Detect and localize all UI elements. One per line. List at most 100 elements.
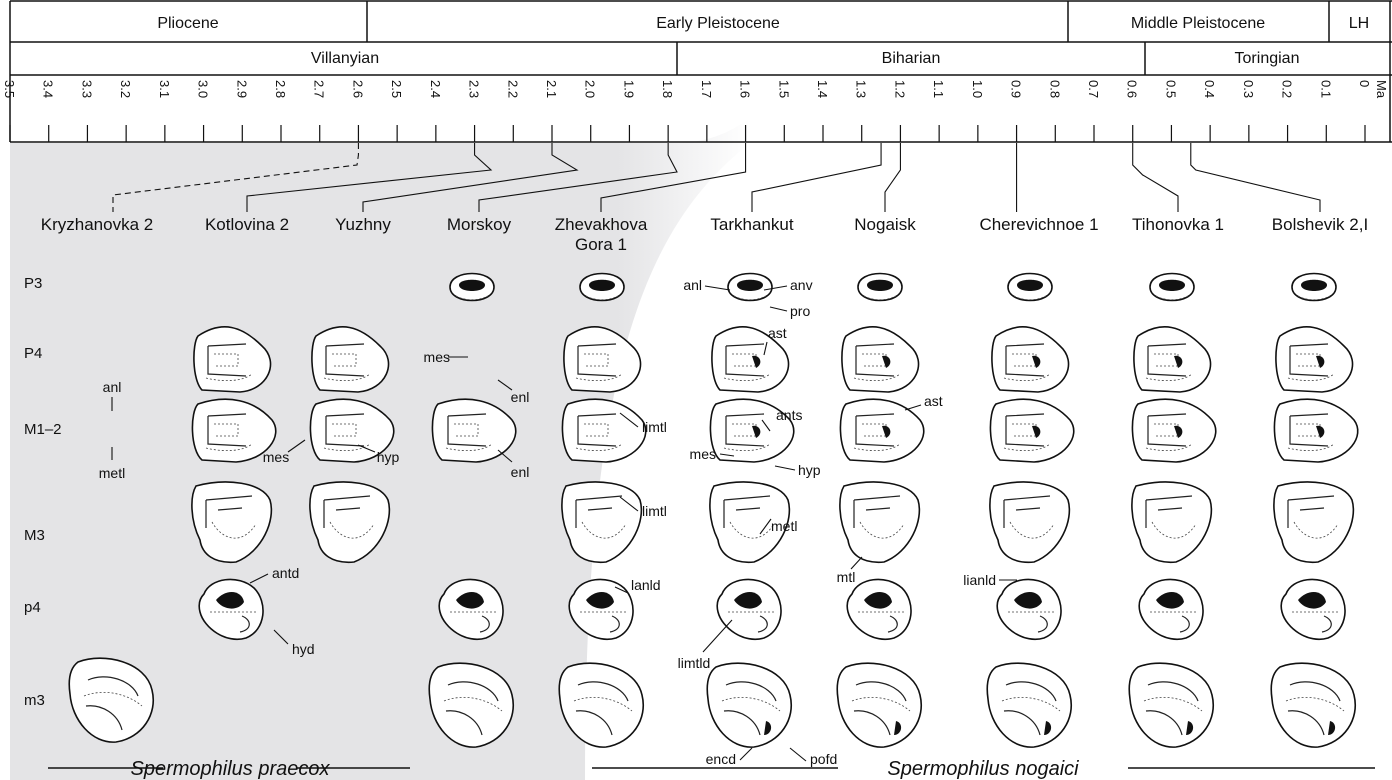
tooth-m3-upper — [562, 482, 641, 562]
tooth-p3-upper — [728, 274, 772, 301]
tooth-p4-upper — [842, 327, 919, 392]
anno-anl-1: anl — [103, 379, 122, 395]
tooth-p4-lower — [847, 579, 911, 639]
axis-tick-label: 2.2 — [505, 80, 520, 98]
axis-tick-label: 2.1 — [544, 80, 559, 98]
axis-tick-label: 1.4 — [815, 80, 830, 98]
row-label-m3-lower: m3 — [24, 692, 45, 709]
faunal-unit-row: Villanyian Biharian Toringian — [311, 50, 1300, 67]
locality-cherevichnoe-1: Cherevichnoe 1 — [979, 215, 1098, 234]
axis-tick-label: 0.4 — [1202, 80, 1217, 98]
locality-tihonovka-1: Tihonovka 1 — [1132, 215, 1224, 234]
locality-morskoy: Morskoy — [447, 215, 512, 234]
axis-tick-label: 2.3 — [467, 80, 482, 98]
tooth-m1-2 — [990, 399, 1073, 462]
locality-gora-1: Gora 1 — [575, 235, 627, 254]
tooth-m3-lower — [1271, 663, 1355, 747]
axis-tick-label: 1.2 — [892, 80, 907, 98]
anno-pofd: pofd — [810, 751, 837, 767]
anno-pro: pro — [790, 303, 810, 319]
axis-tick-label: 1.5 — [776, 80, 791, 98]
axis-tick-label: 0.7 — [1086, 80, 1101, 98]
tooth-p4-upper — [1276, 327, 1353, 392]
axis-tick-label: 2.0 — [583, 80, 598, 98]
axis-tick-label: 1.9 — [621, 80, 636, 98]
axis-tick-label: 3.2 — [118, 80, 133, 98]
anno-mtl: mtl — [837, 569, 856, 585]
tooth-m3-upper — [840, 482, 919, 562]
axis-tick-label: 3.0 — [196, 80, 211, 98]
tooth-p4-upper — [992, 327, 1069, 392]
anno-encd: encd — [706, 751, 736, 767]
tooth-p4-lower — [997, 579, 1061, 639]
locality-tarkhankut: Tarkhankut — [710, 215, 793, 234]
tooth-p4-upper — [564, 327, 641, 392]
anno-limtl-1: limtl — [642, 419, 667, 435]
anno-limtld: limtld — [678, 655, 711, 671]
axis-tick-label: 0.2 — [1280, 80, 1295, 98]
axis-tick-label: 0.1 — [1318, 80, 1333, 98]
axis-tick-label: 2.7 — [312, 80, 327, 98]
tooth-m1-2 — [840, 399, 923, 462]
anno-antd: antd — [272, 565, 299, 581]
unit-biharian: Biharian — [882, 50, 941, 67]
unit-toringian: Toringian — [1235, 50, 1300, 67]
axis-tick-label: 3.4 — [41, 80, 56, 98]
axis-tick-label: 3.3 — [79, 80, 94, 98]
tooth-m3-upper — [1274, 482, 1353, 562]
axis-tick-label: 1.6 — [738, 80, 753, 98]
tooth-m1-2 — [1132, 399, 1215, 462]
locality-bolshevik-2-i: Bolshevik 2,I — [1272, 215, 1368, 234]
species-praecox: Spermophilus praecox — [131, 758, 331, 780]
axis-tick-label: 0.8 — [1047, 80, 1062, 98]
axis-tick-label: 0.3 — [1241, 80, 1256, 98]
axis-tick-label: 2.5 — [389, 80, 404, 98]
connector-line — [1191, 143, 1320, 212]
axis-tick-label: 1.8 — [660, 80, 675, 98]
tooth-p3-upper — [450, 274, 494, 301]
axis-tick-label: 0.5 — [1163, 80, 1178, 98]
anno-ants: ants — [776, 407, 802, 423]
anno-mes-1: mes — [263, 449, 289, 465]
species-nogaici: Spermophilus nogaici — [887, 758, 1079, 780]
axis-tick-label: 2.8 — [273, 80, 288, 98]
axis-tick-label: 0.9 — [1009, 80, 1024, 98]
tooth-m1-2 — [562, 399, 645, 462]
epoch-middle-pleistocene: Middle Pleistocene — [1131, 15, 1265, 32]
tooth-p3-upper — [858, 274, 902, 301]
axis-tick-label: 2.9 — [234, 80, 249, 98]
tooth-m3-upper — [1132, 482, 1211, 562]
anno-mes-3: mes — [690, 446, 716, 462]
row-label-m1-2: M1–2 — [24, 421, 62, 438]
anno-anl-2: anl — [683, 277, 702, 293]
tooth-m3-lower — [1129, 663, 1213, 747]
tooth-p3-upper — [1150, 274, 1194, 301]
tooth-p3-upper — [580, 274, 624, 301]
axis-tick-label: 3.5 — [2, 80, 17, 98]
axis-tick-label: 0 — [1357, 80, 1372, 87]
connector-line — [1133, 143, 1178, 212]
axis-tick-label: 3.1 — [157, 80, 172, 98]
epoch-pliocene: Pliocene — [157, 15, 218, 32]
anno-lanld: lanld — [631, 577, 661, 593]
locality-kryzhanovka-2: Kryzhanovka 2 — [41, 215, 153, 234]
locality-kotlovina-2: Kotlovina 2 — [205, 215, 289, 234]
epoch-early-pleistocene: Early Pleistocene — [656, 15, 780, 32]
anno-anv: anv — [790, 277, 813, 293]
epoch-lh: LH — [1349, 15, 1369, 32]
tooth-m1-2 — [1274, 399, 1357, 462]
tooth-m3-lower — [837, 663, 921, 747]
tooth-p4-lower — [717, 579, 781, 639]
locality-nogaisk: Nogaisk — [854, 215, 916, 234]
ma-unit-label: Ma — [1374, 80, 1389, 99]
anno-enl-1: enl — [511, 389, 530, 405]
tooth-p4-lower — [1281, 579, 1345, 639]
anno-ast-1: ast — [768, 325, 787, 341]
anno-mes-2: mes — [424, 349, 450, 365]
row-label-p4-lower: p4 — [24, 599, 41, 616]
axis-tick-label: 2.4 — [428, 80, 443, 98]
epoch-row: Pliocene Early Pleistocene Middle Pleist… — [157, 15, 1369, 32]
anno-metl-2: metl — [771, 518, 797, 534]
axis-tick-label: 1.0 — [970, 80, 985, 98]
tooth-p3-upper — [1292, 274, 1336, 301]
